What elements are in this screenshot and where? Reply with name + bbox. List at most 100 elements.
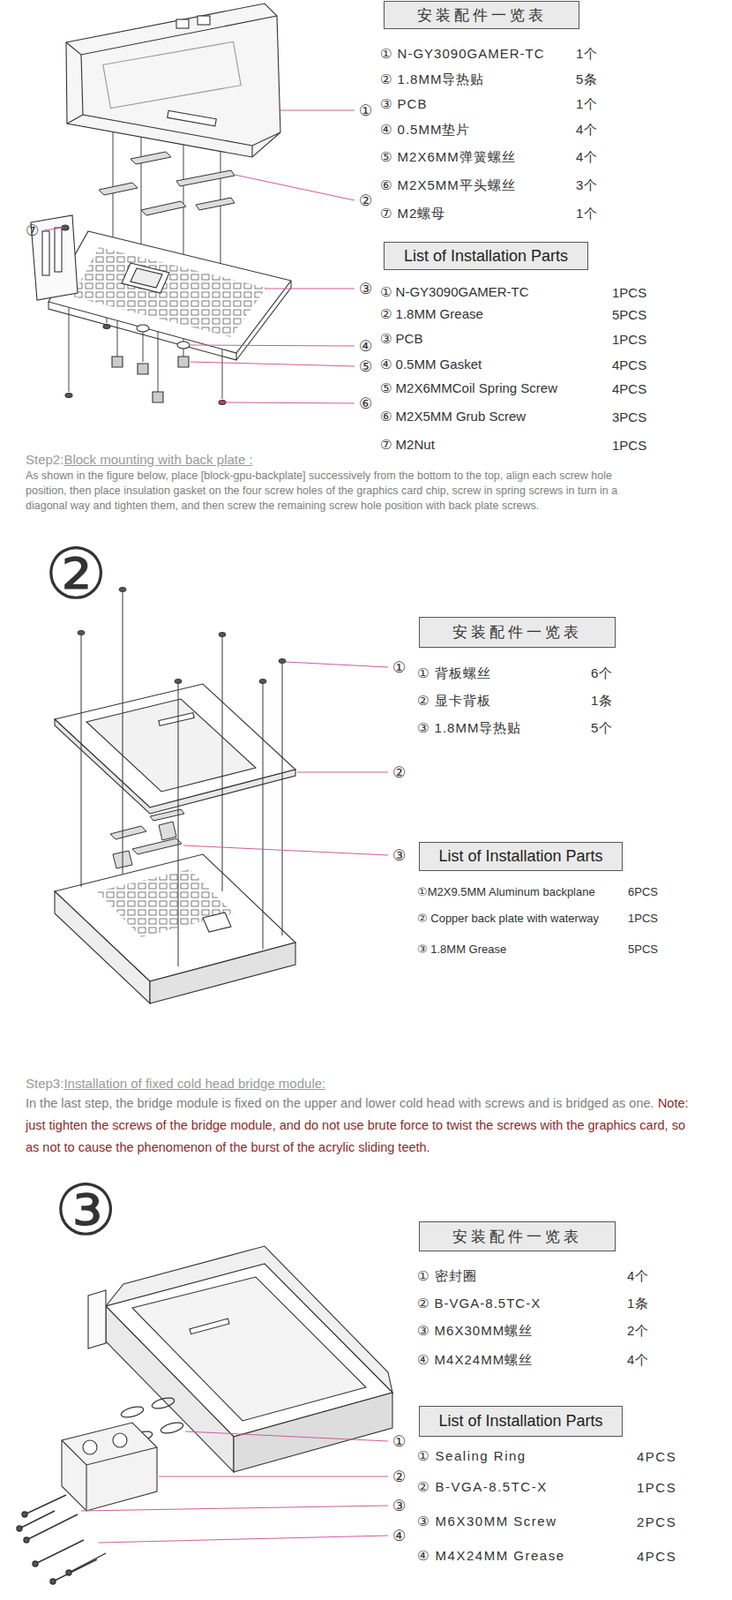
part-quantity: 1PCS [636,1478,677,1494]
part-name: ② B-VGA-8.5TC-X [417,1478,548,1494]
part-quantity: 1PCS [612,331,647,347]
part-quantity: 1个 [575,205,598,223]
part-name: ② 显卡背板 [417,692,492,710]
callout-number: ⑤ [358,357,373,375]
water-block [66,3,281,157]
part-quantity: 3个 [575,177,598,195]
step-heading-line: Step2:Block mounting with back plate : [25,451,254,467]
thermal-pads-part [176,170,235,187]
fasteners-part [177,341,190,349]
bridge-screws-part [66,1568,72,1575]
part-name: ① N-GY3090GAMER-TC [380,45,545,62]
thermal-pads-part [132,837,182,854]
callout-number: ① [358,101,373,120]
graphics-card-part [54,890,150,1003]
sealing-rings-part [159,1419,185,1435]
part-name: ③ PCB [380,96,427,113]
part-name: ③ M6X30MM Screw [417,1512,557,1529]
part-name: ② 1.8MM导热贴 [380,71,485,89]
callout-number: ④ [392,1525,406,1544]
part-quantity: 1PCS [627,911,658,925]
assembled-card-part [189,1317,230,1333]
assembled-card-part [88,1289,106,1348]
fasteners-part [65,393,73,398]
part-name: ⑥ M2X5MM平头螺丝 [380,177,516,195]
part-name: ⑥ M2X5MM Grub Screw [380,408,526,425]
header-text: List of Installation Parts [403,246,568,266]
header-text: List of Installation Parts [438,1411,603,1430]
instruction-block: In the last step, the bridge module is f… [25,1091,696,1158]
part-quantity: 1PCS [612,437,647,453]
leader-lines-part [185,1430,389,1441]
thermal-pads-part [149,808,185,821]
bridge-screws-part [23,1536,30,1542]
fasteners [65,324,226,405]
graphics-card-part [202,911,232,932]
part-name: ⑤ M2X6MMCoil Spring Screw [380,380,558,396]
part-quantity: 5个 [590,719,613,737]
water-block-part [66,15,277,55]
part-quantity: 5条 [575,71,598,89]
bridge-screws-part [68,1552,106,1572]
part-name: ① N-GY3090GAMER-TC [380,283,529,300]
part-name: ④ M4X24MM螺丝 [417,1351,533,1368]
thermal-pads [110,808,185,868]
thermal-pads-part [195,197,235,210]
water-block-part [81,54,281,146]
fasteners-part [103,324,111,329]
part-quantity: 1个 [575,96,598,113]
graphics-card-part [149,941,296,1003]
backplate-part [54,683,296,807]
screw-guide-lines-part [183,125,185,274]
fasteners-part [218,400,226,405]
step-number: ② [44,538,108,610]
header-text: 安装配件一览表 [452,621,583,643]
callout-number: ③ [358,279,373,298]
backplate [54,683,296,814]
bridge-screws-part [26,1513,78,1539]
part-name: ① 背板螺丝 [417,664,492,682]
pcb-part [48,231,292,353]
bridge-screws-part [52,1558,98,1581]
part-quantity: 4PCS [636,1448,677,1464]
part-quantity: 3PCS [612,409,647,425]
part-quantity: 4个 [627,1267,650,1285]
part-quantity: 2个 [627,1322,650,1339]
fasteners-part [152,391,164,403]
part-quantity: 4个 [575,149,598,166]
screws-part [119,587,127,592]
screws-part [122,589,124,874]
table-header: 安装配件一览表 [418,1220,616,1251]
leader-lines-part [264,288,355,290]
leader-lines-part [158,1475,389,1477]
bridge-screws-part [19,1509,55,1528]
graphics-card-part [97,868,234,937]
fasteners-part [112,356,123,367]
fasteners-part [137,363,149,374]
part-quantity: 1PCS [612,284,647,300]
leader-lines-part [280,110,355,112]
callout-number: ① [392,1431,406,1450]
screw-guide-lines-part [141,116,142,265]
fasteners-part [178,356,189,367]
water-block-part [176,19,189,29]
pcb-part [121,262,170,293]
leader-lines-part [234,174,355,201]
screws-part [262,680,264,949]
header-text: List of Installation Parts [438,846,603,866]
part-name: ⑦ M2螺母 [380,205,446,223]
callout-number: ④ [358,336,373,355]
part-quantity: 1条 [627,1294,650,1312]
bridge-block-part [82,1439,98,1454]
bridge-block-part [61,1439,157,1510]
bridge-block-part [112,1432,127,1447]
backplate-part [86,698,256,792]
table-header: 安装配件一览表 [418,616,616,648]
assembled-card-part [233,1391,393,1472]
bridge-screws-part [50,1577,56,1584]
thermal-pads-part [158,821,177,840]
part-quantity: 4PCS [612,380,647,396]
screws-part [278,658,286,664]
part-name: ④ M4X24MM Grease [417,1546,566,1563]
